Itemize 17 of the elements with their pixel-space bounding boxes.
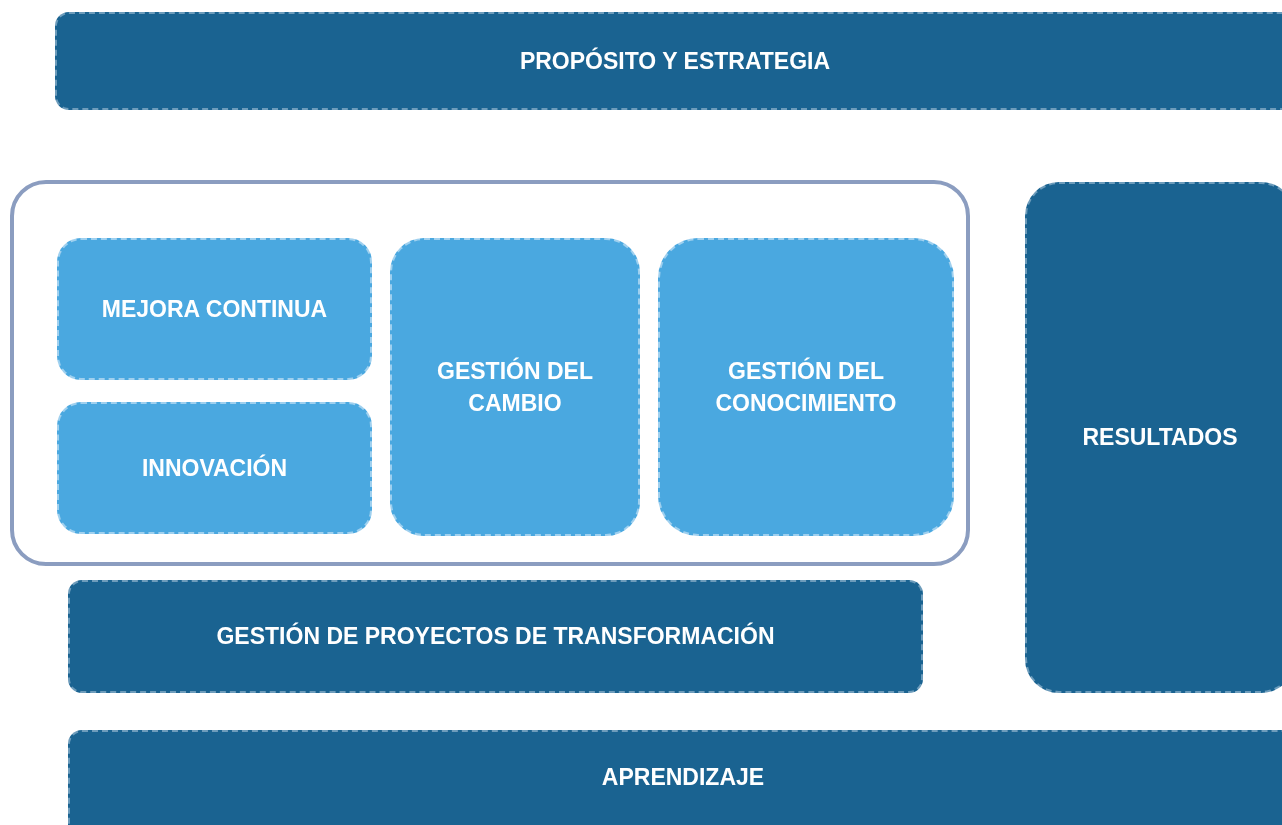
block-label: PROPÓSITO Y ESTRATEGIA <box>518 46 832 76</box>
category-block <box>390 238 640 536</box>
category-block <box>57 402 372 534</box>
block-label: RESULTADOS <box>1081 423 1239 453</box>
category-block <box>658 238 954 536</box>
category-block <box>57 238 372 380</box>
category-block <box>68 730 1282 825</box>
block-label: INNOVACIÓN <box>140 453 289 483</box>
block-label: APRENDIZAJE <box>600 763 766 793</box>
block-label: MEJORA CONTINUA <box>100 294 329 324</box>
block-label: GESTIÓN DE PROYECTOS DE TRANSFORMACIÓN <box>215 621 776 652</box>
category-block <box>1025 182 1282 693</box>
block-label: GESTIÓN DEL CAMBIO <box>436 356 594 418</box>
category-block <box>68 580 923 693</box>
block-label: GESTIÓN DEL CONOCIMIENTO <box>714 356 898 418</box>
category-block <box>55 12 1282 110</box>
group-frame <box>10 180 970 566</box>
